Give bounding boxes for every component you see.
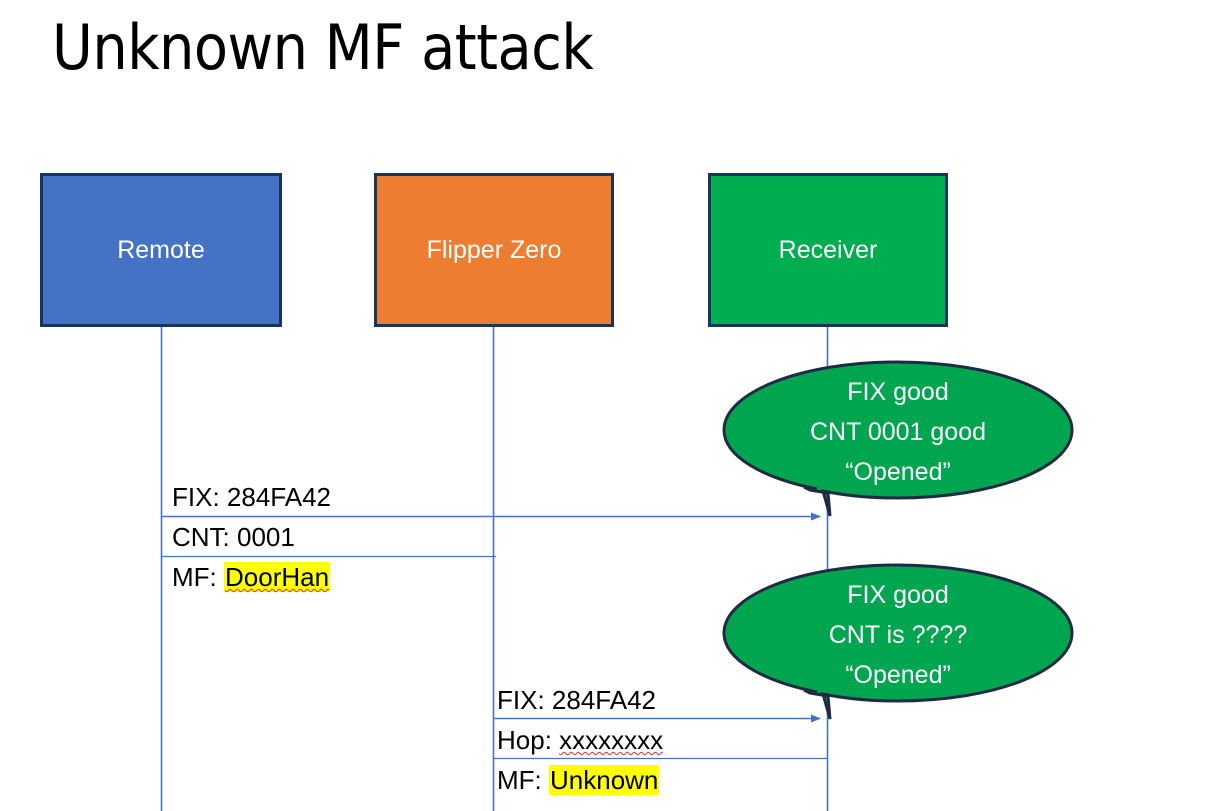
actor-label-remote: Remote	[117, 236, 205, 264]
message-line-value: xxxxxxxx	[559, 725, 664, 755]
callout-bubble-shape	[722, 563, 1074, 720]
message-line-value: 284FA42	[226, 482, 331, 512]
callout-good[interactable]: FIX good CNT 0001 good “Opened”	[722, 360, 1074, 520]
callout-bubble-shape	[722, 360, 1074, 517]
message-line-label: Hop:	[497, 725, 560, 755]
actor-box-flipper[interactable]: Flipper Zero	[374, 173, 614, 327]
actor-box-remote[interactable]: Remote	[40, 173, 282, 327]
message-line-label: CNT:	[172, 522, 237, 552]
message-line-label: MF:	[497, 765, 549, 795]
message-line: FIX: 284FA42	[497, 680, 663, 720]
message-line: MF: DoorHan	[172, 557, 331, 597]
message-line-value: 0001	[237, 522, 295, 552]
message-line: MF: Unknown	[497, 760, 663, 800]
message-line: CNT: 0001	[172, 517, 331, 557]
message-line-value: 284FA42	[551, 685, 656, 715]
message-line-label: FIX:	[497, 685, 552, 715]
message-line: FIX: 284FA42	[172, 477, 331, 517]
message-label-flipper-to-receiver: FIX: 284FA42 Hop: xxxxxxxx MF: Unknown	[497, 680, 663, 800]
page-title: Unknown MF attack	[52, 11, 594, 84]
message-line: Hop: xxxxxxxx	[497, 720, 663, 760]
message-line-label: MF:	[172, 562, 224, 592]
message-label-remote-to-receiver: FIX: 284FA42 CNT: 0001 MF: DoorHan	[172, 477, 331, 597]
message-line-label: FIX:	[172, 482, 227, 512]
actor-box-receiver[interactable]: Receiver	[708, 173, 948, 327]
actor-label-flipper: Flipper Zero	[426, 236, 562, 264]
message-line-value-highlighted: DoorHan	[224, 562, 331, 592]
message-line-value-highlighted: Unknown	[549, 765, 660, 795]
actor-label-receiver: Receiver	[778, 236, 878, 264]
callout-unknown[interactable]: FIX good CNT is ???? “Opened”	[722, 563, 1074, 723]
